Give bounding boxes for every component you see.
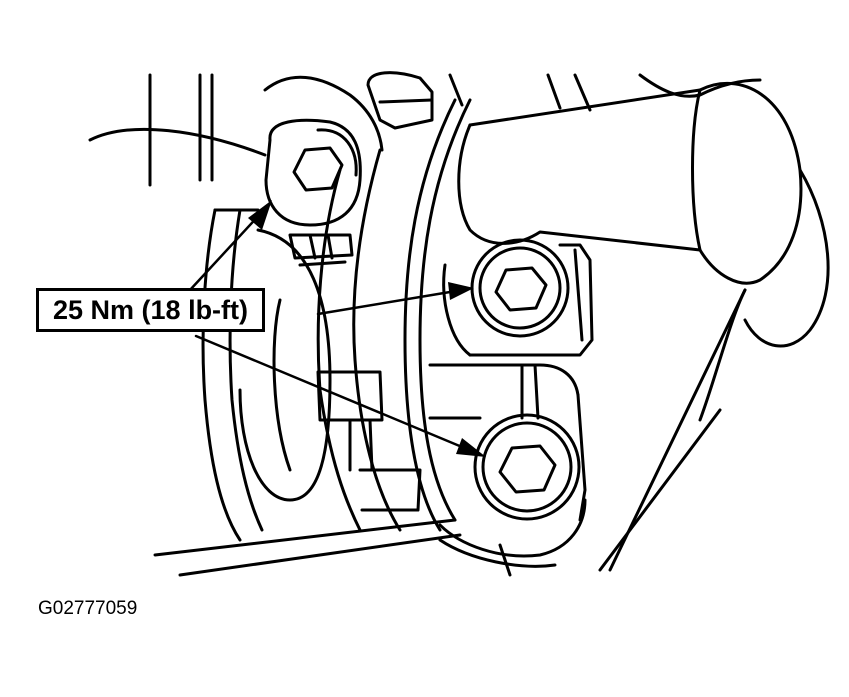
center-stub xyxy=(366,71,434,130)
center-block xyxy=(316,370,422,512)
arrowhead-bottom xyxy=(456,438,486,457)
right-lower-diagonal-2 xyxy=(598,408,722,572)
torque-callout-label: 25 Nm (18 lb-ft) xyxy=(36,288,266,332)
upper-housing-outline xyxy=(88,127,267,157)
bolt-bottom xyxy=(428,363,587,522)
bottom-lines xyxy=(153,498,587,577)
diagonal-shaft xyxy=(457,81,803,285)
left-bracket xyxy=(201,208,354,542)
figure-id: G02777059 xyxy=(38,598,138,619)
bolt-middle xyxy=(442,238,594,357)
arrowhead-middle xyxy=(448,282,474,300)
right-lower-diagonal xyxy=(608,288,747,572)
arrowhead-top xyxy=(248,200,272,230)
upper-housing-curve xyxy=(263,75,384,152)
callout-arrowheads xyxy=(248,200,486,457)
right-background-arc xyxy=(743,168,830,348)
bolt-top xyxy=(264,118,362,227)
right-diagonal-lines xyxy=(698,288,747,422)
callout-leaders xyxy=(188,210,476,454)
